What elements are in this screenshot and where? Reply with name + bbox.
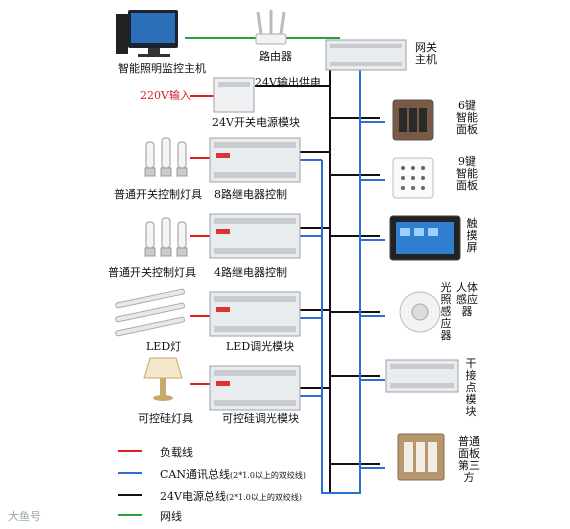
lamp2-label: 普通开关控制灯具 (108, 266, 196, 279)
panel6-label: 6键智能面板 (456, 99, 478, 136)
dry-contact-label: 干接点模块 (465, 357, 477, 418)
legend-swatch (118, 450, 142, 452)
led-dim-label: LED调光模块 (226, 340, 295, 353)
router-label: 路由器 (259, 50, 292, 63)
legend-text: 网线 (160, 510, 182, 523)
ac-in-label: 220V输入 (140, 89, 191, 102)
scr-lamp-label: 可控硅灯具 (138, 412, 193, 425)
psu-label: 24V开关电源模块 (212, 116, 300, 129)
sensor-label-light: 光照感应器 (440, 281, 452, 342)
touch-label: 触摸屏 (466, 217, 478, 254)
gateway-label: 网关主机 (415, 41, 437, 66)
led-lamp-label: LED灯 (146, 340, 182, 353)
panel6-icon (392, 99, 434, 141)
cfl-lamps-2-icon (144, 217, 188, 257)
load-lines (190, 95, 214, 385)
legend-text: CAN通讯总线(2*1.0以上的双绞线) (160, 468, 307, 481)
scr-dimmer-module (209, 365, 301, 411)
legend-swatch (118, 514, 142, 516)
third-panel-label: 普通面板第三方 (458, 435, 480, 484)
legend-note: (2*1.0以上的双绞线) (230, 471, 307, 480)
watermark: 大鱼号 (8, 510, 41, 523)
dry-contact-module (385, 359, 459, 393)
pc-label: 智能照明监控主机 (118, 62, 206, 75)
legend-swatch (118, 472, 142, 474)
scr-dim-label: 可控硅调光模块 (222, 412, 299, 425)
relay4-module (209, 213, 301, 259)
panel9-label: 9键智能面板 (456, 155, 478, 192)
legend-swatch (118, 494, 142, 496)
legend-text: 负载线 (160, 446, 193, 459)
sensor-icon (399, 291, 441, 333)
led-dimmer-module (209, 291, 301, 337)
pc-icon (116, 10, 178, 57)
led-tubes-icon (115, 288, 185, 337)
legend-note: (2*1.0以上的双绞线) (225, 493, 303, 502)
relay8-module (209, 137, 301, 183)
relay8-label: 8路继电器控制 (214, 188, 287, 201)
cfl-lamps-1-icon (144, 137, 188, 177)
psu-module (213, 77, 255, 113)
relay4-label: 4路继电器控制 (214, 266, 287, 279)
gateway-module (325, 39, 407, 71)
sensor-label-body: 人体感应器 (456, 281, 478, 318)
lamp1-label: 普通开关控制灯具 (114, 188, 202, 201)
router-icon (255, 10, 287, 45)
power-out-label: 24V输出供电 (255, 76, 321, 89)
panel9-icon (392, 157, 434, 199)
table-lamp-icon (143, 357, 183, 401)
power-bus-lines (255, 64, 380, 493)
can-bus-lines (300, 70, 385, 494)
third-party-panel-icon (397, 433, 445, 481)
legend-text: 24V电源总线(2*1.0以上的双绞线) (160, 490, 303, 503)
touchscreen-icon (389, 215, 461, 261)
